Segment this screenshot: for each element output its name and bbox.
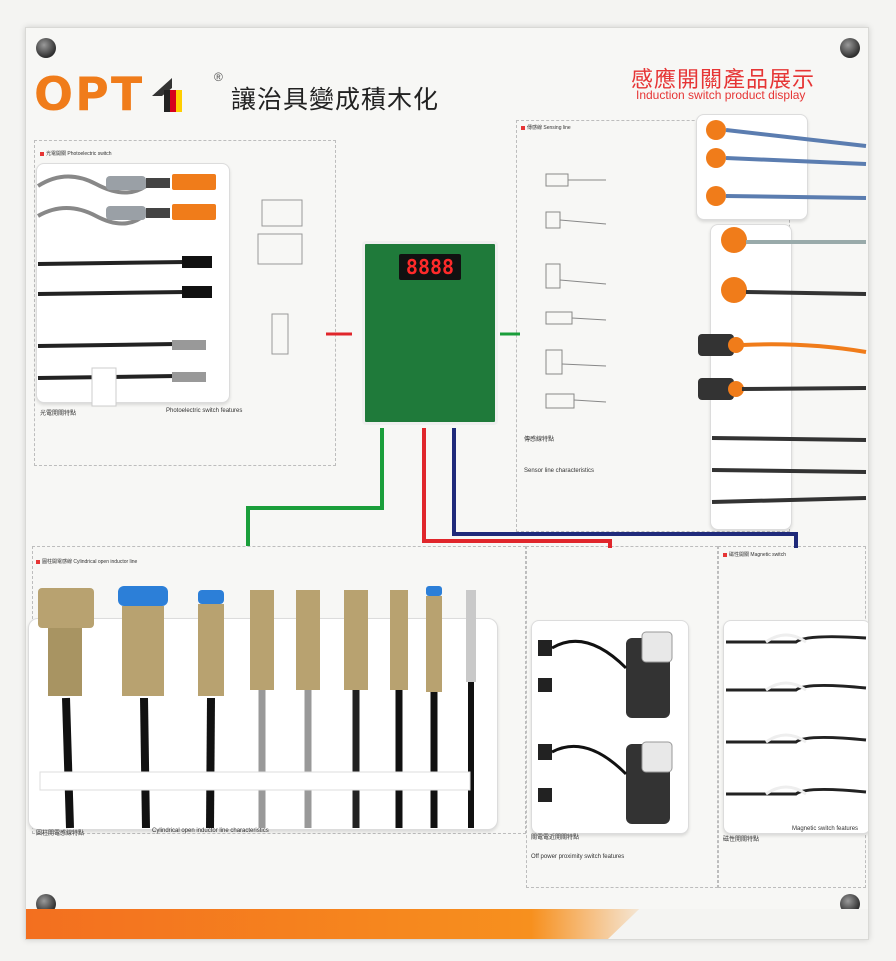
photoelectric-features-en: Photoelectric switch features [166, 408, 243, 414]
connector-panel [710, 224, 792, 530]
magnetic-label: 磁性開關 Magnetic switch [723, 551, 786, 558]
off-power-features-en: Off power proximity switch features [531, 854, 625, 860]
photoelectric-sensor [36, 174, 216, 195]
photoelectric-panel [36, 163, 230, 403]
sensing-line-label: 傳感線 Sensing line [521, 124, 571, 131]
registered-mark: ® [214, 70, 223, 84]
page-title: 感應開關產品展示 [631, 68, 816, 93]
page-subtitle: Induction switch product display [636, 88, 806, 102]
sensing-line-features-en: Sensor line characteristics [524, 468, 595, 474]
off-power-section [526, 546, 718, 888]
photoelectric-section [34, 140, 336, 466]
board-graphics [36, 120, 867, 829]
cylindrical-features-cn: 圓柱開電感線特點 [36, 831, 85, 837]
screw-icon [36, 38, 56, 58]
seven-segment-display: 8888 [399, 254, 461, 280]
photoelectric-label: 光電開關 Photoelectric switch [40, 150, 112, 157]
display-board: OPT ® 讓治具變成積木化 感應開關產品展示 Induction switch… [25, 27, 869, 940]
slogan: 讓治具變成積木化 [231, 85, 440, 114]
photoelectric-features-cn: 光電開關特點 [40, 411, 77, 417]
magnetic-features-en: Magnetic switch features [792, 826, 859, 832]
screw-icon [840, 38, 860, 58]
cylindrical-label: 圓柱開電感線 Cylindrical open inductor line [36, 558, 137, 565]
logo-flag-icon [150, 74, 184, 114]
magnetic-panel [723, 620, 868, 834]
controller-board: 8888 [362, 241, 498, 425]
cylindrical-features-en: Cylindrical open inductor line character… [152, 828, 269, 834]
logo-text: OPT [34, 67, 145, 121]
off-power-features-cn: 關電電近開關特點 [531, 835, 580, 841]
brand-logo: OPT ® [34, 67, 223, 121]
magnetic-features-cn: 磁性開關特點 [723, 837, 760, 843]
footer-stripe [26, 909, 868, 939]
sensing-line-features-cn: 傳感線特點 [524, 437, 555, 443]
display-value: 8888 [405, 255, 455, 279]
